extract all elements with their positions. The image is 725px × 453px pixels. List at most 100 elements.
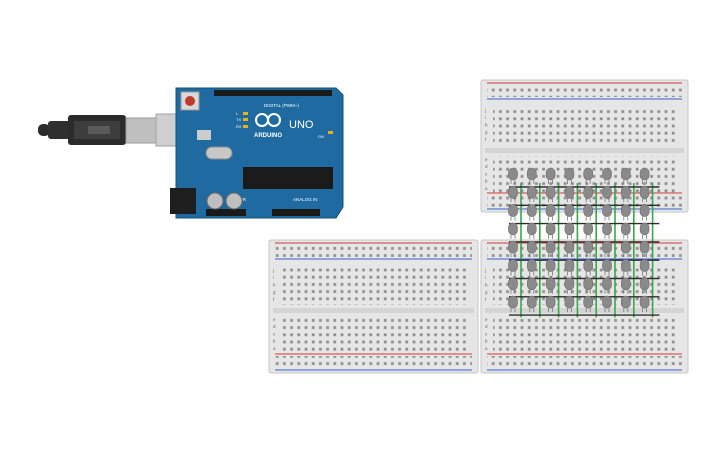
led-icon[interactable] bbox=[639, 259, 650, 276]
led-icon[interactable] bbox=[564, 222, 575, 239]
led-icon[interactable] bbox=[620, 277, 631, 294]
reset-button-icon[interactable] bbox=[180, 91, 200, 111]
led-icon[interactable] bbox=[564, 259, 575, 276]
led-icon[interactable] bbox=[620, 204, 631, 221]
digital-header[interactable] bbox=[214, 90, 332, 96]
led-icon[interactable] bbox=[508, 204, 518, 221]
l-led-icon bbox=[243, 112, 248, 115]
row-letter: g bbox=[485, 130, 488, 135]
led-icon[interactable] bbox=[545, 222, 556, 239]
row-letter: c bbox=[485, 331, 488, 336]
row-letter: j bbox=[484, 268, 486, 273]
led-icon[interactable] bbox=[526, 186, 537, 203]
led-icon[interactable] bbox=[564, 186, 575, 203]
led-icon[interactable] bbox=[526, 295, 537, 313]
led-icon[interactable] bbox=[545, 277, 556, 294]
led-icon[interactable] bbox=[602, 186, 612, 203]
row-letter: h bbox=[273, 282, 276, 287]
led-icon[interactable] bbox=[508, 167, 518, 184]
led-icon[interactable] bbox=[639, 222, 650, 239]
led-icon[interactable] bbox=[526, 240, 537, 258]
led-icon[interactable] bbox=[620, 186, 631, 203]
led-icon[interactable] bbox=[639, 186, 650, 203]
led-icon[interactable] bbox=[639, 204, 650, 221]
row-letter: h bbox=[485, 122, 488, 127]
led-icon[interactable] bbox=[602, 222, 612, 239]
led-icon[interactable] bbox=[508, 277, 518, 294]
led-icon[interactable] bbox=[508, 222, 518, 239]
led-icon[interactable] bbox=[639, 277, 650, 294]
led-icon[interactable] bbox=[620, 222, 631, 239]
led-icon[interactable] bbox=[526, 204, 537, 221]
led-icon[interactable] bbox=[526, 259, 537, 276]
atmega-chip bbox=[243, 167, 333, 189]
analog-header[interactable] bbox=[272, 209, 320, 216]
led-icon[interactable] bbox=[564, 204, 575, 221]
row-letter: a bbox=[273, 346, 276, 351]
row-letter: b bbox=[273, 339, 276, 344]
regulator bbox=[197, 130, 211, 140]
led-icon[interactable] bbox=[602, 277, 612, 294]
row-letter: i bbox=[485, 115, 486, 120]
led-icon[interactable] bbox=[602, 295, 612, 313]
led-icon[interactable] bbox=[620, 167, 631, 184]
led-icon[interactable] bbox=[545, 204, 556, 221]
row-letter: e bbox=[273, 317, 276, 322]
led-icon[interactable] bbox=[620, 240, 631, 258]
rx-led-icon bbox=[243, 125, 248, 128]
led-icon[interactable] bbox=[583, 186, 594, 203]
led-icon[interactable] bbox=[639, 295, 650, 313]
row-letter: f bbox=[485, 297, 487, 302]
led-icon[interactable] bbox=[602, 240, 612, 258]
led-icon[interactable] bbox=[583, 222, 594, 239]
led-icon[interactable] bbox=[639, 240, 650, 258]
row-letter: b bbox=[485, 179, 488, 184]
led-icon[interactable] bbox=[583, 259, 594, 276]
led-icon[interactable] bbox=[508, 186, 518, 203]
led-icon[interactable] bbox=[583, 204, 594, 221]
row-letter: d bbox=[485, 324, 488, 329]
model-label: UNO bbox=[289, 119, 314, 131]
led-icon[interactable] bbox=[508, 295, 518, 313]
led-icon[interactable] bbox=[564, 295, 575, 313]
led-icon[interactable] bbox=[583, 277, 594, 294]
led-icon[interactable] bbox=[508, 259, 518, 276]
led-icon[interactable] bbox=[526, 167, 537, 184]
row-letter: i bbox=[273, 275, 274, 280]
led-icon[interactable] bbox=[508, 240, 518, 258]
row-letter: f bbox=[485, 137, 487, 142]
led-icon[interactable] bbox=[545, 295, 556, 313]
power-header[interactable] bbox=[206, 209, 246, 216]
led-icon[interactable] bbox=[564, 167, 575, 184]
led-icon[interactable] bbox=[526, 277, 537, 294]
led-icon[interactable] bbox=[583, 240, 594, 258]
crystal bbox=[205, 146, 233, 160]
power-jack bbox=[170, 188, 196, 214]
digital-header-label: DIGITAL (PWM~) bbox=[264, 103, 299, 108]
row-letter: j bbox=[484, 108, 486, 113]
led-icon[interactable] bbox=[545, 186, 556, 203]
led-icon[interactable] bbox=[602, 167, 612, 184]
led-icon[interactable] bbox=[620, 259, 631, 276]
capacitor bbox=[225, 192, 243, 210]
tx-label: TX bbox=[236, 117, 241, 122]
on-led-icon bbox=[328, 131, 333, 134]
led-icon[interactable] bbox=[545, 259, 556, 276]
led-icon[interactable] bbox=[639, 167, 650, 184]
led-icon[interactable] bbox=[564, 277, 575, 294]
led-icon[interactable] bbox=[583, 295, 594, 313]
usb-cable-icon[interactable] bbox=[38, 113, 181, 147]
row-letter: j bbox=[272, 268, 274, 273]
arduino-uno-board[interactable]: ARDUINO UNO DIGITAL (PWM~) POWER ANALOG … bbox=[170, 87, 344, 219]
led-icon[interactable] bbox=[564, 240, 575, 258]
led-icon[interactable] bbox=[602, 259, 612, 276]
led-icon[interactable] bbox=[602, 204, 612, 221]
rx-label: RX bbox=[236, 124, 242, 129]
led-icon[interactable] bbox=[526, 222, 537, 239]
led-icon[interactable] bbox=[545, 167, 556, 184]
led-icon[interactable] bbox=[545, 240, 556, 258]
led-icon[interactable] bbox=[620, 295, 631, 313]
led-icon[interactable] bbox=[583, 167, 594, 184]
